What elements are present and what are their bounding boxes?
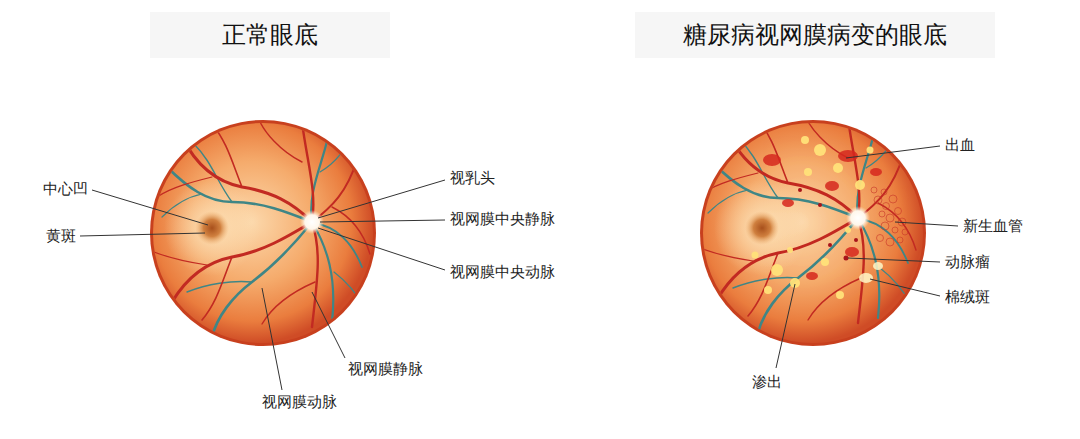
part-label: 出血 (945, 136, 975, 154)
fundus-rim (150, 120, 376, 346)
hemorrhage (763, 150, 882, 280)
leader-line (92, 190, 208, 225)
part-label: 视网膜静脉 (348, 360, 423, 378)
title-band (150, 12, 390, 58)
fovea (745, 211, 779, 245)
leader-lines (80, 146, 958, 390)
retinal-vessels (154, 114, 370, 337)
part-label: 视乳头 (450, 169, 495, 187)
exudate (752, 136, 874, 299)
leader-line (848, 258, 940, 262)
part-label: 新生血管 (963, 217, 1023, 235)
normal-fundus (150, 114, 376, 346)
leader-line (312, 292, 345, 358)
part-label: 棉绒斑 (945, 288, 990, 306)
leader-line (846, 146, 940, 158)
part-label: 渗出 (752, 373, 782, 391)
fundus-disc (703, 123, 923, 343)
leader-line (262, 288, 282, 390)
cotton-wool-spot (859, 262, 883, 283)
macula (164, 180, 260, 276)
part-label: 视网膜中央静脉 (450, 210, 555, 228)
panel-title: 正常眼底 (222, 21, 318, 50)
leader-line (80, 233, 205, 236)
leader-line (318, 228, 445, 270)
optic-disc (846, 206, 870, 230)
retinal-vessels (700, 110, 916, 333)
part-label: 动脉瘤 (945, 253, 990, 271)
title-band (635, 12, 995, 58)
leader-line (320, 220, 445, 222)
leader-line (318, 180, 445, 218)
macula (714, 180, 810, 276)
fovea (195, 211, 229, 245)
leader-line (870, 279, 940, 296)
part-label: 视网膜动脉 (262, 393, 337, 411)
part-label: 视网膜中央动脉 (450, 263, 555, 281)
panel-title: 糖尿病视网膜病变的眼底 (683, 21, 947, 50)
diabetic-fundus (700, 110, 926, 346)
part-label: 中心凹 (43, 180, 88, 198)
leader-line (895, 222, 958, 226)
leader-line (776, 284, 795, 368)
part-label: 黄斑 (46, 227, 76, 245)
neovascularization (871, 187, 908, 246)
